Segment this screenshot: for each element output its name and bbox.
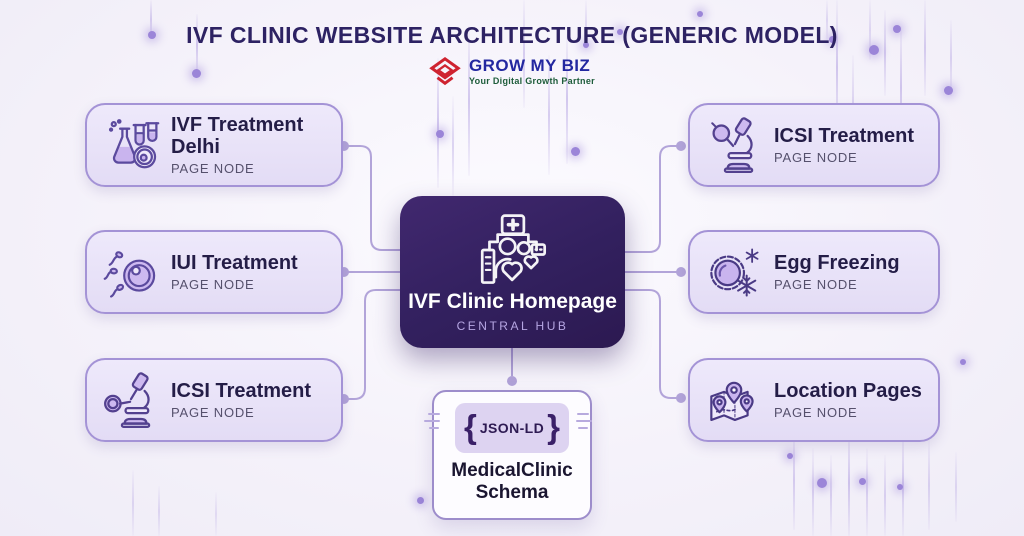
map-pins-icon: [705, 371, 763, 429]
decoration-line: [955, 452, 957, 522]
decoration-line: [215, 492, 217, 536]
brand-logo-icon: [429, 56, 461, 86]
node-title: Egg Freezing: [774, 252, 900, 274]
decoration-dot: [817, 478, 827, 488]
node-subtitle: PAGE NODE: [171, 161, 255, 176]
microscope-icon: [102, 371, 160, 429]
decoration-dash: [424, 420, 440, 422]
decoration-line: [150, 0, 152, 38]
node-ivf-treatment-delhi: IVF Treatment Delhi PAGE NODE: [85, 103, 343, 187]
node-title: Location Pages: [774, 380, 922, 402]
decoration-line: [812, 448, 814, 536]
decoration-line: [585, 0, 587, 50]
decoration-dot: [943, 85, 953, 95]
node-egg-freezing: Egg Freezing PAGE NODE: [688, 230, 940, 314]
decoration-dot: [828, 35, 836, 43]
node-title: IUI Treatment: [171, 252, 298, 274]
node-title: ICSI Treatment: [774, 125, 915, 147]
decoration-line: [830, 455, 832, 536]
brace-left: {: [464, 407, 477, 445]
decoration-dot: [416, 496, 424, 504]
decoration-line: [523, 0, 525, 108]
decoration-line: [793, 430, 795, 530]
decoration-line: [196, 14, 198, 76]
decoration-line: [548, 55, 550, 175]
decoration-dot: [570, 146, 580, 156]
decoration-dot: [960, 359, 966, 365]
decoration-line: [468, 26, 470, 176]
brand-logo: GROW MY BIZ Your Digital Growth Partner: [0, 56, 1024, 88]
node-subtitle: PAGE NODE: [774, 405, 858, 420]
decoration-line: [869, 0, 871, 60]
schema-title: MedicalClinic Schema: [451, 460, 573, 504]
node-title: IVF Treatment Delhi: [171, 114, 304, 158]
node-icsi-treatment-left: ICSI Treatment PAGE NODE: [85, 358, 343, 442]
decoration-line: [902, 430, 904, 536]
decoration-line: [826, 0, 828, 40]
decoration-line: [452, 96, 454, 196]
node-iui-treatment: IUI Treatment PAGE NODE: [85, 230, 343, 314]
node-subtitle: PAGE NODE: [774, 277, 858, 292]
decoration-dash: [429, 427, 439, 429]
hub-subtitle: CENTRAL HUB: [456, 318, 569, 333]
brand-tagline: Your Digital Growth Partner: [469, 76, 595, 87]
decoration-dash: [578, 427, 588, 429]
decoration-line: [566, 34, 568, 164]
decoration-dot: [787, 453, 793, 459]
node-medicalclinic-schema: { JSON-LD } MedicalClinic Schema: [432, 390, 592, 520]
clinic-people-hearts-icon: [480, 213, 546, 284]
node-icsi-treatment-right: ICSI Treatment PAGE NODE: [688, 103, 940, 187]
decoration-dot: [897, 484, 903, 490]
decoration-dot: [617, 29, 623, 35]
page-title: IVF CLINIC WEBSITE ARCHITECTURE (GENERIC…: [186, 22, 838, 48]
hub-title: IVF Clinic Homepage: [408, 289, 617, 313]
decoration-dash: [428, 413, 440, 415]
decoration-dot: [869, 45, 879, 55]
node-subtitle: PAGE NODE: [171, 277, 255, 292]
json-ld-label: JSON-LD: [479, 420, 545, 436]
sperm-egg-icon: [102, 243, 160, 301]
decoration-line: [928, 440, 930, 530]
decoration-line: [437, 58, 439, 188]
decoration-line: [900, 26, 902, 150]
decoration-line: [866, 448, 868, 536]
decoration-line: [848, 430, 850, 536]
decoration-line: [884, 10, 886, 96]
decoration-line: [950, 20, 952, 96]
json-ld-badge: { JSON-LD }: [455, 403, 569, 453]
node-title: ICSI Treatment: [171, 380, 312, 402]
central-hub-node: IVF Clinic Homepage CENTRAL HUB: [400, 196, 625, 348]
decoration-line: [132, 470, 134, 536]
decoration-line: [836, 0, 838, 135]
node-location-pages: Location Pages PAGE NODE: [688, 358, 940, 442]
decoration-dash: [577, 413, 589, 415]
brand-name: GROW MY BIZ: [469, 56, 591, 76]
lab-flask-icon: [102, 116, 160, 174]
microscope-icon: [705, 116, 763, 174]
decoration-line: [158, 486, 160, 536]
decoration-dot: [191, 68, 201, 78]
decoration-dash: [576, 420, 592, 422]
node-subtitle: PAGE NODE: [774, 150, 858, 165]
decoration-dot: [893, 25, 901, 33]
decoration-dot: [858, 477, 866, 485]
decoration-dot: [436, 130, 444, 138]
node-subtitle: PAGE NODE: [171, 405, 255, 420]
decoration-dot: [583, 42, 589, 48]
decoration-dot: [697, 11, 703, 17]
decoration-line: [924, 0, 926, 96]
egg-snowflake-icon: [705, 243, 763, 301]
decoration-line: [884, 455, 886, 536]
brace-right: }: [547, 407, 560, 445]
decoration-dot: [148, 31, 156, 39]
